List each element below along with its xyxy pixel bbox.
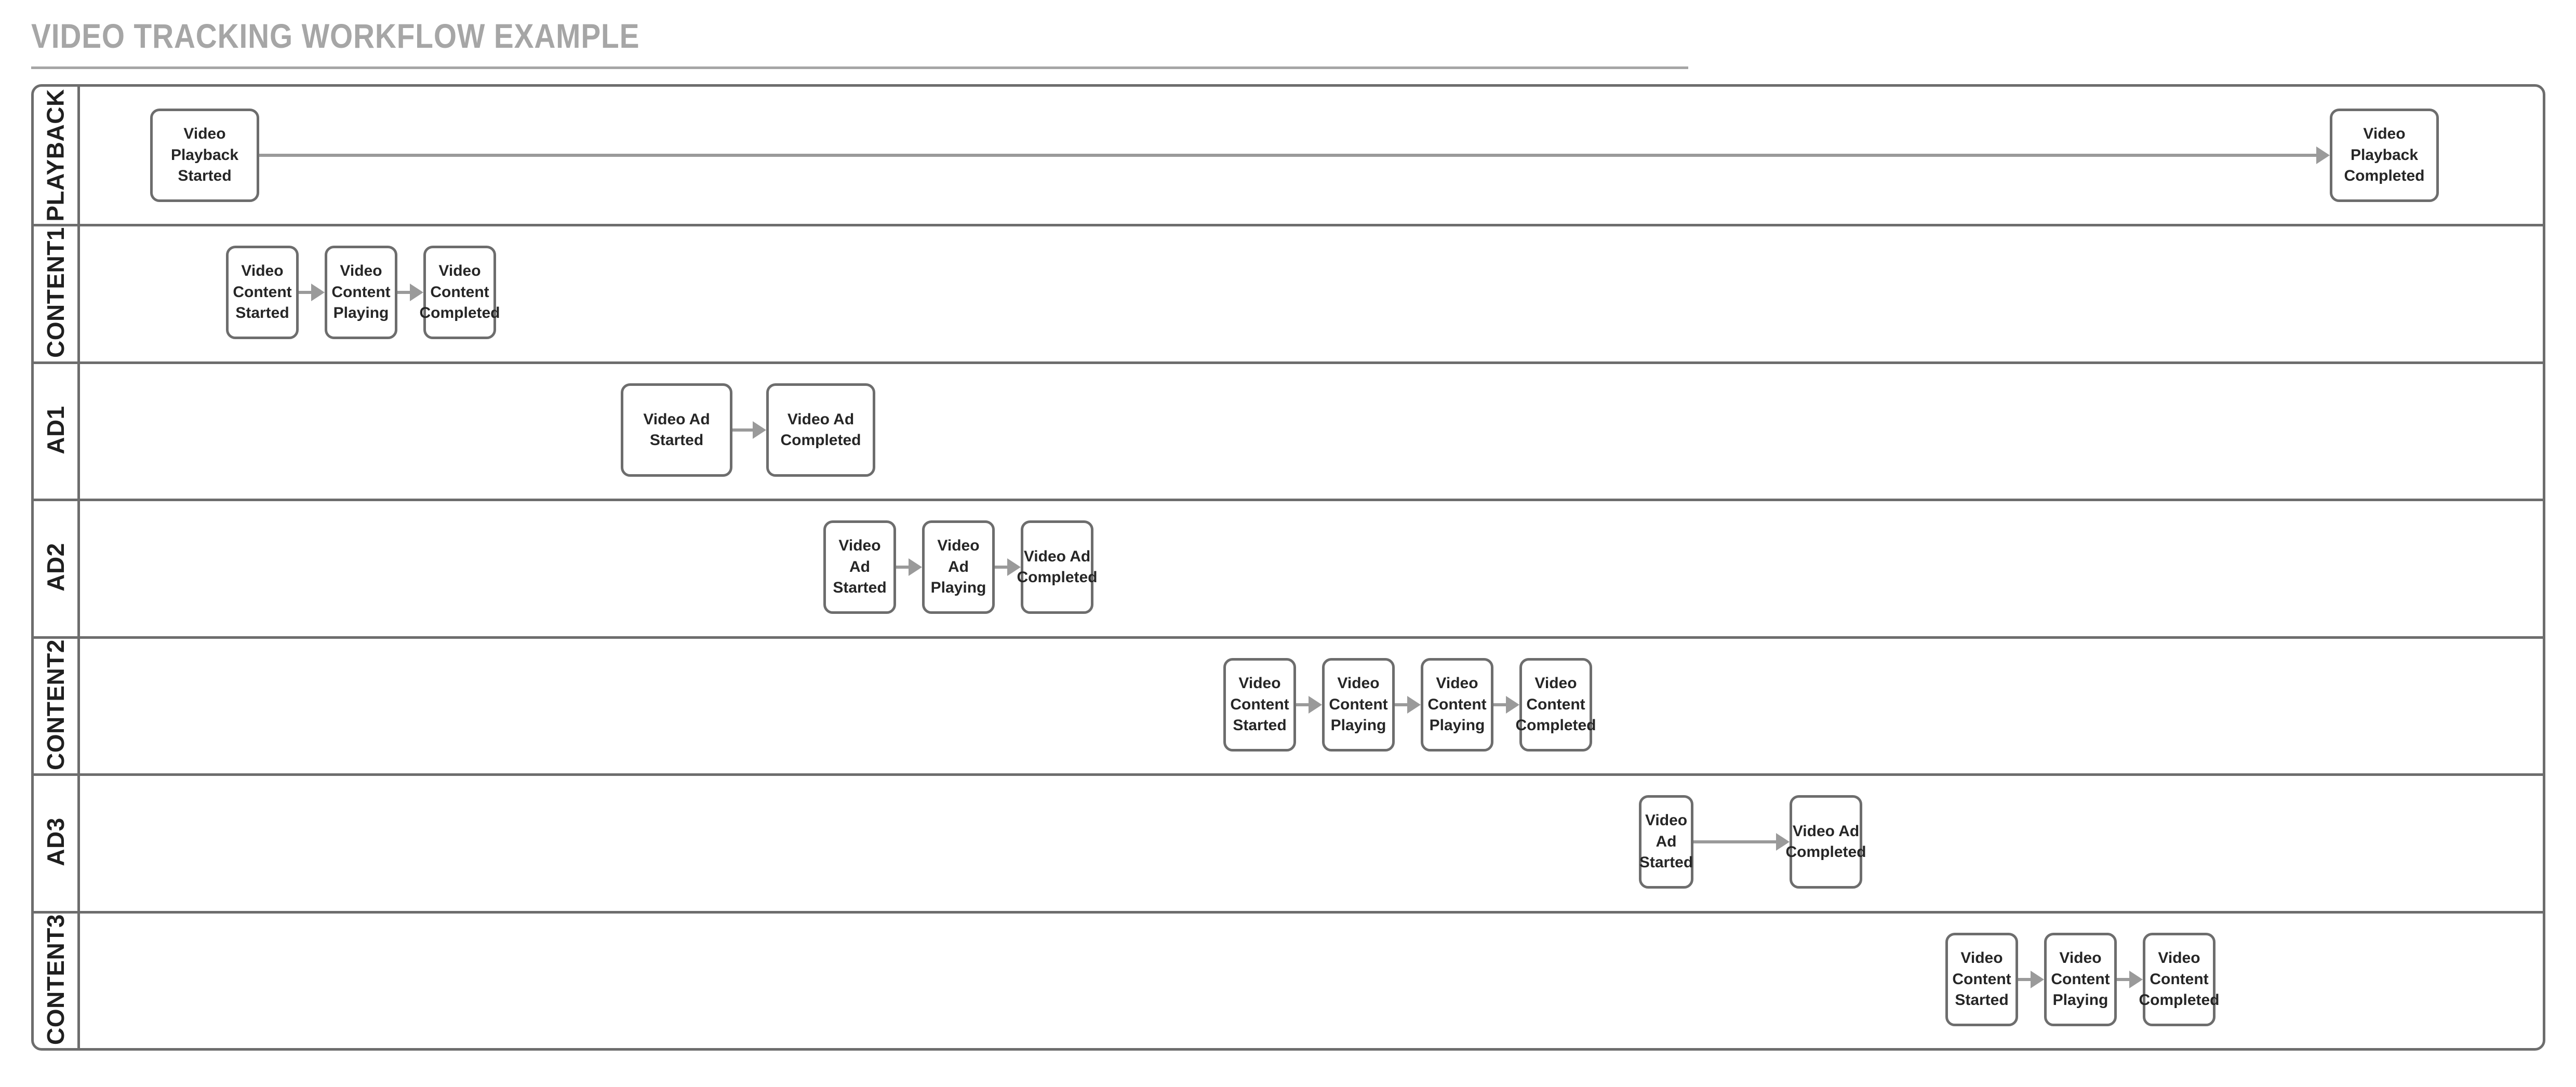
flow-connector-line (1493, 703, 1506, 706)
flow-connector-line (397, 291, 410, 294)
flow-connector-line (1395, 703, 1407, 706)
flow-node[interactable]: Video Content Completed (420, 246, 500, 339)
flow-arrowhead-icon (2129, 971, 2143, 988)
lane-label-playback: PLAYBACK (34, 87, 77, 224)
swimlane-playback: PLAYBACK Video Playback Started Video Play… (34, 87, 2543, 224)
title-underline-rule (31, 66, 1688, 69)
swimlane-ad3: AD3 Video Ad Started Video Ad Completed (34, 773, 2543, 910)
flow-arrowhead-icon (2031, 971, 2044, 988)
swimlane-content3: CONTENT3 Video Content Started Video Conte… (34, 911, 2543, 1048)
lane-label-ad2: AD2 (34, 499, 77, 636)
lane-label-text: AD1 (42, 406, 69, 454)
flow-connector-line (1296, 703, 1309, 706)
flow-arrowhead-icon (2316, 146, 2330, 164)
flow-connector-line (299, 291, 311, 294)
flow-connector-line (732, 428, 753, 432)
lane-label-text: AD2 (42, 543, 69, 592)
flow-node[interactable]: Video Ad Completed (1786, 795, 1866, 889)
flow-node[interactable]: Video Ad Started (1639, 795, 1693, 889)
lane-label-text: CONTENT1 (42, 227, 69, 358)
flow-node[interactable]: Video Content Completed (2139, 933, 2220, 1026)
flow-connector-line (995, 566, 1007, 569)
lane-label-content2: CONTENT2 (34, 636, 77, 773)
flow-node[interactable]: Video Ad Started (621, 383, 732, 477)
flow-node[interactable]: Video Content Playing (2044, 933, 2117, 1026)
lane-divider (34, 911, 2543, 914)
lane-label-ad1: AD1 (34, 361, 77, 499)
lane-label-content3: CONTENT3 (34, 911, 77, 1048)
lane-divider (34, 636, 2543, 639)
lane-label-ad3: AD3 (34, 773, 77, 910)
swimlane-ad1: AD1 Video Ad Started Video Ad Completed (34, 361, 2543, 499)
swimlane-diagram: PLAYBACK Video Playback Started Video Play… (31, 84, 2545, 1051)
flow-arrowhead-icon (1007, 558, 1021, 576)
lane-divider (34, 773, 2543, 776)
flow-connector-line (1693, 840, 1776, 843)
flow-arrowhead-icon (1776, 833, 1790, 851)
lane-label-content1: CONTENT1 (34, 224, 77, 361)
lane-label-column-divider (77, 87, 80, 1048)
flow-arrowhead-icon (1309, 696, 1322, 714)
page-title: VIDEO TRACKING WORKFLOW EXAMPLE (31, 17, 640, 55)
flow-node[interactable]: Video Playback Completed (2330, 109, 2439, 202)
flow-arrowhead-icon (1407, 696, 1421, 714)
flow-node[interactable]: Video Ad Started (823, 520, 896, 614)
lane-label-text: CONTENT2 (42, 639, 69, 770)
flow-node[interactable]: Video Playback Started (150, 109, 259, 202)
flow-node[interactable]: Video Ad Completed (1017, 520, 1098, 614)
lane-label-text: PLAYBACK (42, 89, 69, 222)
flow-node[interactable]: Video Content Started (1223, 658, 1296, 751)
flow-arrowhead-icon (1506, 696, 1519, 714)
lane-divider (34, 224, 2543, 226)
lane-label-text: AD3 (42, 817, 69, 866)
flow-node[interactable]: Video Ad Completed (766, 383, 875, 477)
flow-node[interactable]: Video Ad Playing (922, 520, 995, 614)
lane-label-text: CONTENT3 (42, 914, 69, 1045)
swimlane-content2: CONTENT2 Video Content Started Video Conte… (34, 636, 2543, 773)
lane-divider (34, 499, 2543, 501)
swimlane-content1: CONTENT1 Video Content Started Video Conte… (34, 224, 2543, 361)
flow-arrowhead-icon (909, 558, 922, 576)
flow-arrowhead-icon (410, 284, 423, 301)
flow-connector-line (259, 154, 2316, 157)
swimlane-ad2: AD2 Video Ad Started Video Ad Playing Video… (34, 499, 2543, 636)
flow-arrowhead-icon (753, 421, 766, 439)
flow-connector-line (2117, 978, 2129, 981)
flow-connector-line (896, 566, 909, 569)
flow-node[interactable]: Video Content Playing (1421, 658, 1493, 751)
flow-node[interactable]: Video Content Started (1945, 933, 2018, 1026)
flow-node[interactable]: Video Content Completed (1516, 658, 1596, 751)
flow-node[interactable]: Video Content Playing (325, 246, 397, 339)
flow-node[interactable]: Video Content Started (226, 246, 299, 339)
lane-divider (34, 361, 2543, 364)
flow-node[interactable]: Video Content Playing (1322, 658, 1395, 751)
flow-connector-line (2018, 978, 2031, 981)
flow-arrowhead-icon (311, 284, 325, 301)
